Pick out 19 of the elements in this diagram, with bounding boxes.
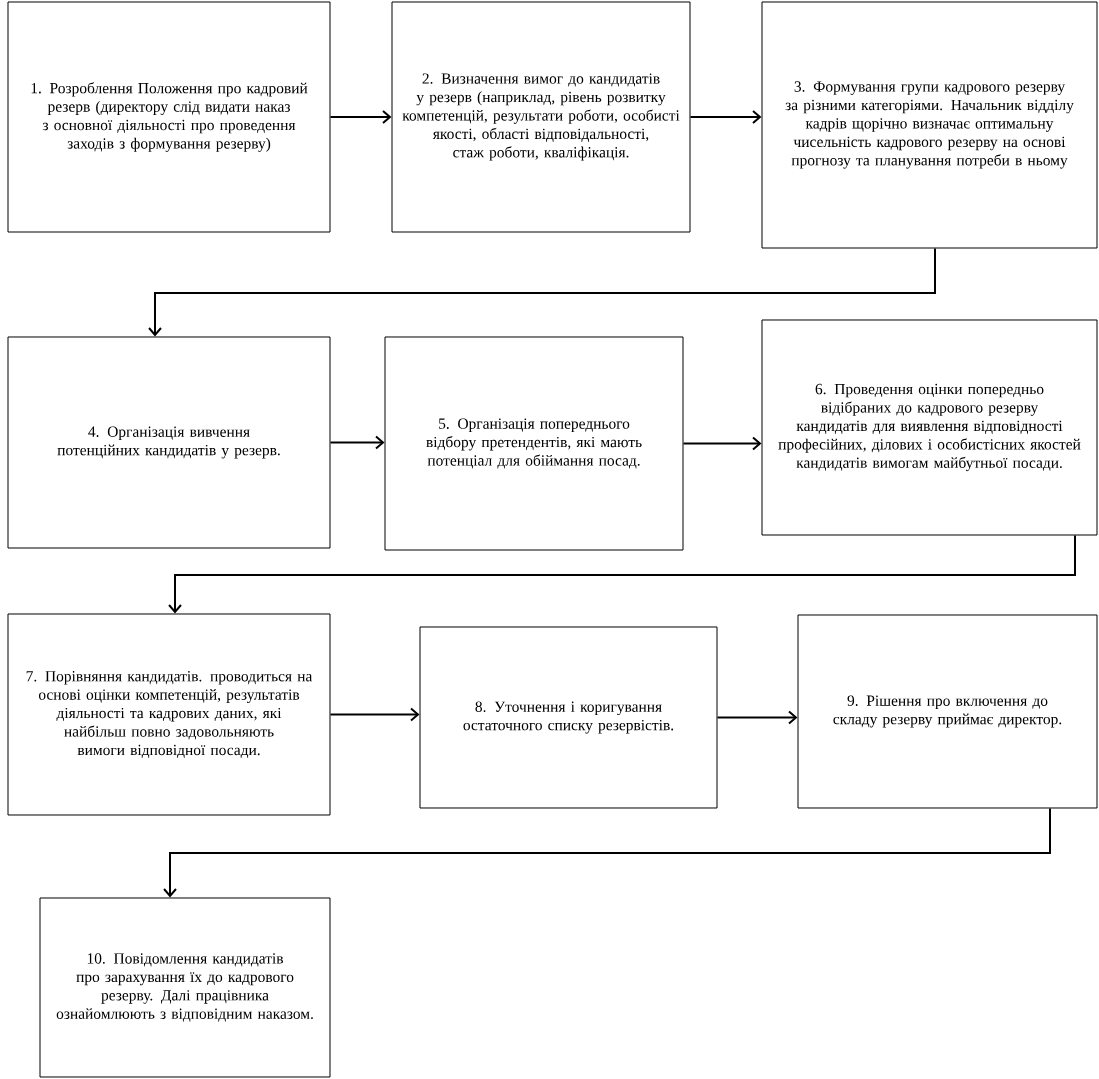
process-box: 10. Повідомлення кандидатів про зарахування їх до кадрового резерву. Далі працівника ознайомлюють з відповідним наказом. bbox=[39, 897, 331, 1078]
arrow bbox=[716, 710, 798, 725]
arrow bbox=[329, 110, 392, 124]
arrow bbox=[682, 436, 762, 451]
arrow bbox=[163, 807, 1051, 898]
process-box: 3. Формування групи кадрового резерву за різними категоріями. Начальник відділу кадрів щорічно визначає оптимальну чисельність кадрового резерву на основі прогнозу та планування потреби в ньому bbox=[761, 1, 1098, 249]
arrow bbox=[329, 707, 420, 722]
process-box: 1. Розроблення Положення про кадровий резерв (директору слід видати наказ з основної діяльності про проведення заходів з формування резерву) bbox=[7, 1, 331, 233]
arrow bbox=[329, 435, 385, 450]
arrow bbox=[689, 110, 762, 124]
process-box: 8. Уточнення і коригування остаточного списку резервістів. bbox=[419, 626, 718, 809]
process-box: 6. Проведення оцінки попередньо відібраних до кадрового резерву кандидатів для виявлення відповідності професійних, ділових і особистісних якостей кандидатів вимогам майбутньої посади. bbox=[761, 319, 1098, 536]
process-box: 4. Організація вивчення потенційних кандидатів у резерв. bbox=[7, 336, 331, 549]
process-box: 5. Організація попереднього відбору претендентів, які мають потенціал для обіймання посад. bbox=[384, 336, 684, 551]
arrow bbox=[148, 247, 936, 337]
arrow bbox=[168, 534, 1076, 614]
process-box: 7. Порівняння кандидатів. проводиться на основі оцінки компетенцій, результатів діяльності та кадрових даних, які найбільш повно задовольняють вимоги відповідної посади. bbox=[7, 613, 331, 816]
process-box: 2. Визначення вимог до кандидатів у резерв (наприклад, рівень розвитку компетенцій, результати роботи, особисті якості, області відповідальності, стаж роботи, кваліфікація. bbox=[391, 1, 691, 233]
process-box: 9. Рішення про включення до складу резерву приймає директор. bbox=[797, 614, 1098, 809]
